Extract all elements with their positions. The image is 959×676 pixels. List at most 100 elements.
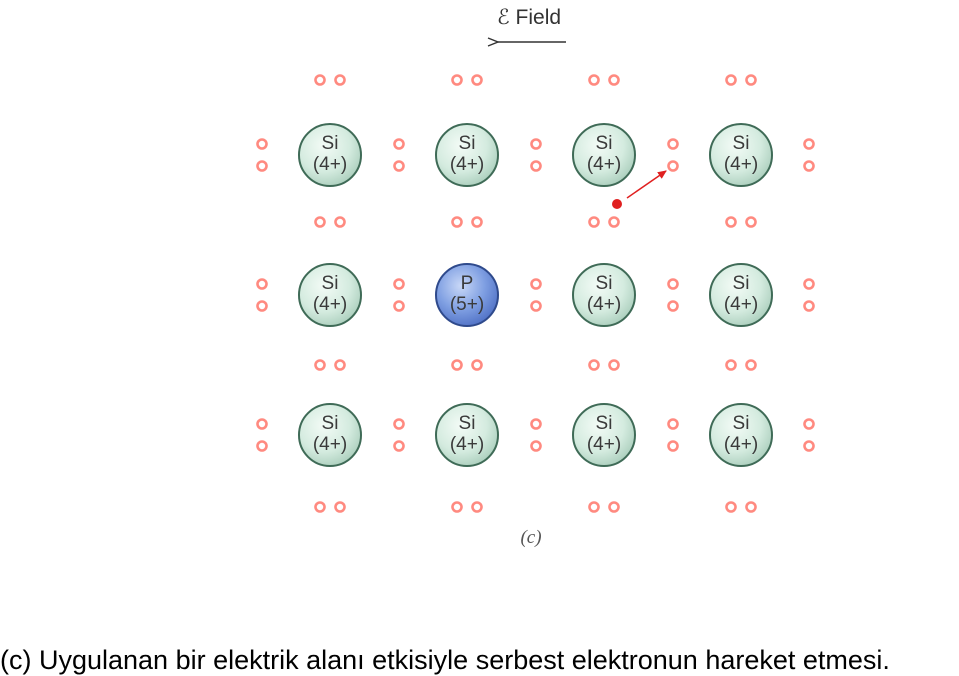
atom-charge: (4+) [587, 294, 621, 315]
valence-electron [608, 216, 620, 228]
valence-electron [334, 359, 346, 371]
atom-symbol: Si [322, 273, 339, 294]
atom-charge: (4+) [587, 434, 621, 455]
valence-electron [803, 278, 815, 290]
valence-electron [393, 300, 405, 312]
atom-symbol: P [461, 273, 474, 294]
valence-electron [530, 300, 542, 312]
valence-electrons [256, 74, 815, 513]
silicon-atom: Si(4+) [298, 403, 362, 467]
valence-electron [256, 300, 268, 312]
phosphorus-atom: P(5+) [435, 263, 499, 327]
valence-electron [803, 138, 815, 150]
valence-electron [667, 138, 679, 150]
valence-electron [393, 160, 405, 172]
atom-charge: (5+) [450, 294, 484, 315]
valence-electron [314, 501, 326, 513]
valence-electron [314, 216, 326, 228]
atom-symbol: Si [733, 413, 750, 434]
valence-electron [667, 418, 679, 430]
valence-electron [256, 138, 268, 150]
valence-electron [725, 216, 737, 228]
valence-electron [745, 216, 757, 228]
silicon-core [298, 263, 362, 327]
silicon-atom: Si(4+) [435, 123, 499, 187]
valence-electron [745, 74, 757, 86]
phosphorus-core [435, 263, 499, 327]
valence-electron [334, 74, 346, 86]
valence-electron [530, 160, 542, 172]
valence-electron [530, 138, 542, 150]
silicon-core [572, 123, 636, 187]
valence-electron [451, 501, 463, 513]
valence-electron [725, 501, 737, 513]
atom-symbol: Si [733, 273, 750, 294]
atom-symbol: Si [596, 273, 613, 294]
atom-symbol: Si [596, 413, 613, 434]
valence-electron [451, 359, 463, 371]
field-label: ℰ Field [497, 6, 561, 29]
atom-charge: (4+) [313, 154, 347, 175]
figure-label: (c) [520, 527, 541, 548]
silicon-atom: Si(4+) [298, 263, 362, 327]
valence-electron [393, 440, 405, 452]
atom-charge: (4+) [450, 434, 484, 455]
valence-electron [667, 300, 679, 312]
free-electron-group [612, 170, 667, 209]
silicon-atom: Si(4+) [709, 123, 773, 187]
valence-electron [314, 74, 326, 86]
atom-charge: (4+) [313, 294, 347, 315]
valence-electron [471, 501, 483, 513]
atom-charge: (4+) [313, 434, 347, 455]
atom-symbol: Si [733, 133, 750, 154]
valence-electron [725, 74, 737, 86]
silicon-atom: Si(4+) [709, 263, 773, 327]
atom-symbol: Si [596, 133, 613, 154]
valence-electron [803, 300, 815, 312]
valence-electron [588, 74, 600, 86]
atom-symbol: Si [322, 413, 339, 434]
silicon-atom: Si(4+) [572, 263, 636, 327]
valence-electron [334, 216, 346, 228]
valence-electron [256, 418, 268, 430]
silicon-core [572, 263, 636, 327]
valence-electron [803, 440, 815, 452]
valence-electron [725, 359, 737, 371]
valence-electron [471, 74, 483, 86]
caption: (c) Uygulanan bir elektrik alanı etkisiy… [0, 645, 890, 675]
valence-electron [667, 440, 679, 452]
valence-electron [451, 74, 463, 86]
valence-electron [588, 501, 600, 513]
valence-electron [608, 501, 620, 513]
valence-electron [393, 418, 405, 430]
atoms: Si(4+)Si(4+)Si(4+)Si(4+)Si(4+)P(5+)Si(4+… [298, 123, 773, 467]
atom-charge: (4+) [587, 154, 621, 175]
valence-electron [803, 160, 815, 172]
valence-electron [334, 501, 346, 513]
valence-electron [667, 278, 679, 290]
silicon-atom: Si(4+) [572, 403, 636, 467]
free-electron [612, 199, 622, 209]
valence-electron [608, 74, 620, 86]
valence-electron [393, 138, 405, 150]
valence-electron [451, 216, 463, 228]
free-electron-motion-arrow [626, 170, 667, 199]
valence-electron [588, 359, 600, 371]
atom-symbol: Si [322, 133, 339, 154]
silicon-atom: Si(4+) [709, 403, 773, 467]
valence-electron [588, 216, 600, 228]
valence-electron [803, 418, 815, 430]
atom-charge: (4+) [724, 154, 758, 175]
valence-electron [530, 418, 542, 430]
silicon-core [298, 403, 362, 467]
valence-electron [471, 359, 483, 371]
valence-electron [256, 160, 268, 172]
atom-charge: (4+) [724, 294, 758, 315]
silicon-core [572, 403, 636, 467]
silicon-core [709, 123, 773, 187]
atom-charge: (4+) [724, 434, 758, 455]
valence-electron [745, 501, 757, 513]
field-indicator: ℰ Field [497, 6, 566, 42]
silicon-core [709, 403, 773, 467]
